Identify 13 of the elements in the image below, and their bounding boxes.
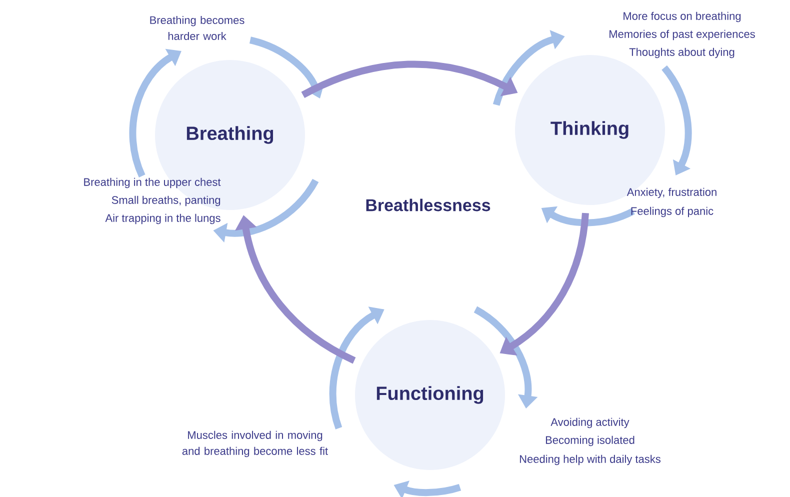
label-text: Breathing becomes harder work [150,16,244,40]
label-text: Needing help with daily tasks [520,454,660,466]
circle-node: Functioning [355,320,505,470]
label-text: Feelings of panic [631,206,714,218]
label-text: More focus on breathing [624,12,741,22]
label-text: Muscles involved in moving and breathing become less fit [182,430,328,458]
label-text: Air trapping in the lungs [105,214,220,224]
label-text: Breathing in the upper chest [84,178,221,188]
label-text: Becoming isolated [546,436,634,446]
center-label: Breathlessness [366,198,490,212]
label-text: Memories of past experiences [610,30,755,40]
label-text: Small breaths, panting [112,196,220,206]
label-text: Avoiding activity [550,418,630,428]
